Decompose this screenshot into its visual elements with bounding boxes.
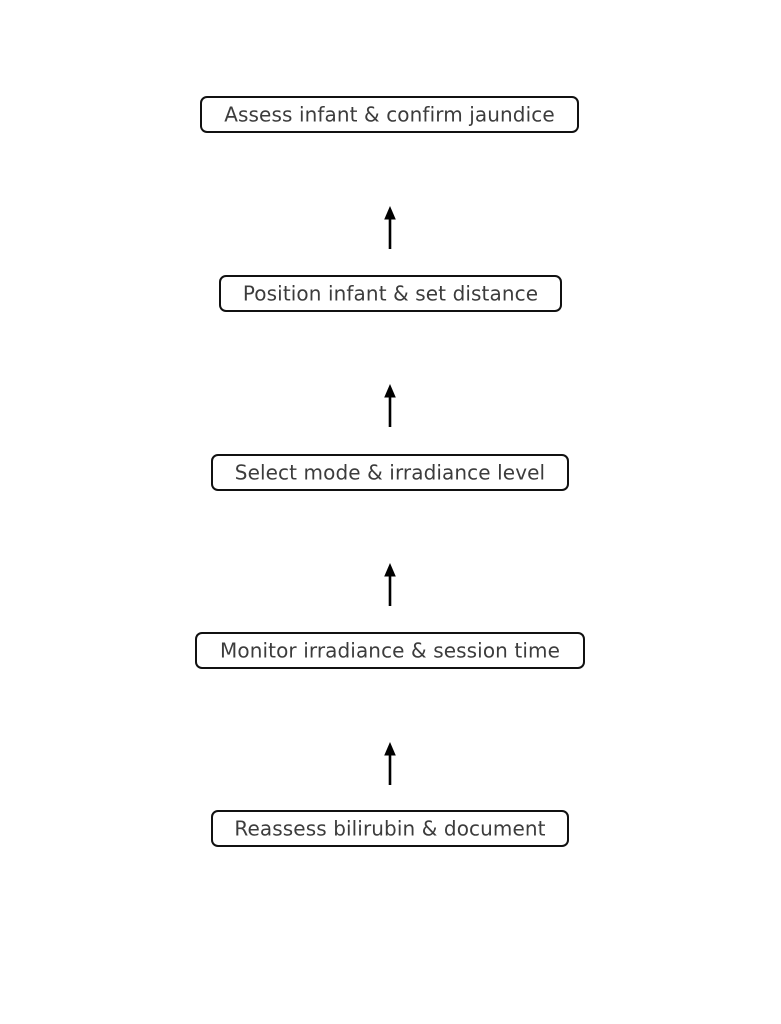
edge-position-to-assess (375, 202, 405, 254)
node-label: Position infant & set distance (242, 281, 539, 305)
node-reassess-bilirubin[interactable]: Reassess bilirubin & document (211, 810, 569, 847)
edge-select-to-position (375, 380, 405, 432)
node-label: Reassess bilirubin & document (234, 816, 546, 840)
node-select-mode[interactable]: Select mode & irradiance level (211, 454, 569, 491)
edge-monitor-to-select (375, 559, 405, 611)
arrow-up-icon (384, 563, 396, 606)
edge-reassess-to-monitor (375, 738, 405, 790)
node-label: Monitor irradiance & session time (220, 638, 560, 662)
node-position-infant[interactable]: Position infant & set distance (219, 275, 562, 312)
arrow-up-icon (384, 206, 396, 249)
arrow-up-icon (384, 742, 396, 785)
node-label: Assess infant & confirm jaundice (224, 102, 555, 126)
node-monitor-irradiance[interactable]: Monitor irradiance & session time (195, 632, 585, 669)
node-label: Select mode & irradiance level (234, 460, 546, 484)
node-assess-infant[interactable]: Assess infant & confirm jaundice (200, 96, 579, 133)
arrow-up-icon (384, 384, 396, 427)
